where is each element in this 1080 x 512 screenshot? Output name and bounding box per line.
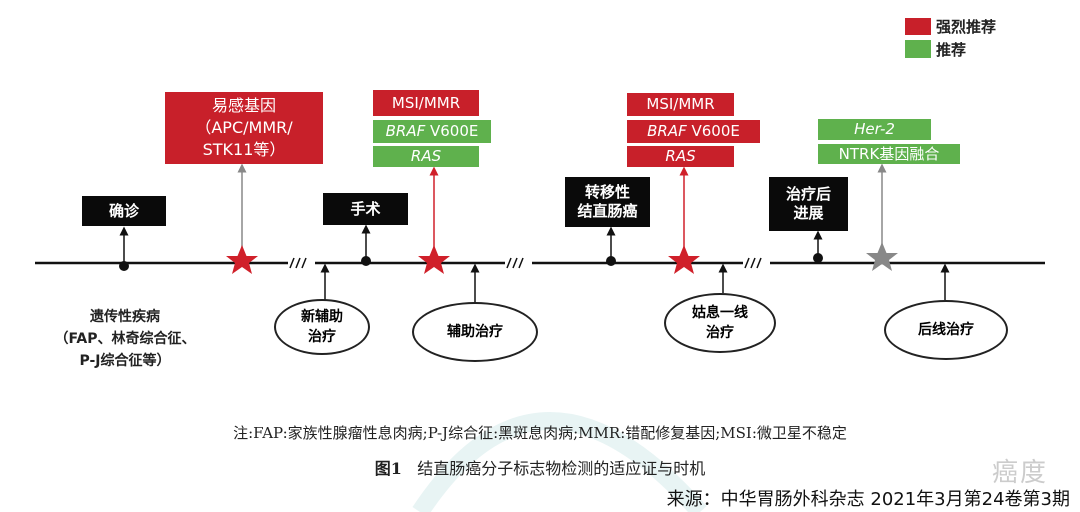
timeline-dots (119, 253, 823, 271)
label: 结直肠癌 (577, 202, 638, 220)
background-watermark-arc (412, 412, 707, 512)
label: P-J综合征等） (79, 353, 171, 369)
event-progression: 治疗后进展 (769, 177, 848, 231)
label: 治疗后 (785, 185, 831, 203)
label: 新辅助 (301, 309, 343, 325)
star-icon (866, 242, 898, 271)
label: 治疗 (308, 329, 336, 345)
treatment-later-line: 后线治疗 (884, 300, 1008, 360)
marker-msi-mmr: MSI/MMR (373, 90, 479, 116)
marker-braf: BRAF V600E (373, 120, 491, 143)
label: （APC/MMR/ (195, 118, 293, 137)
break-marks (289, 257, 762, 269)
treatment-neoadjuvant: 新辅助治疗 (274, 299, 370, 355)
star-icon (418, 245, 450, 274)
label: 转移性 (584, 183, 630, 201)
figure-caption: 图1 结直肠癌分子标志物检测的适应证与时机 (0, 455, 1080, 479)
treatment-adjuvant: 辅助治疗 (412, 302, 538, 362)
label: V600E (691, 122, 740, 140)
label: BRAF (385, 122, 426, 140)
label: 姑息一线 (692, 305, 748, 321)
treatment-palliative-first-line: 姑息一线治疗 (664, 293, 776, 353)
marker-ntrk: NTRK基因融合 (818, 144, 960, 164)
marker-msi-mmr: MSI/MMR (627, 93, 734, 116)
event-metastatic: 转移性结直肠癌 (565, 177, 650, 227)
marker-braf: BRAF V600E (627, 120, 760, 143)
source-text: 来源：中华胃肠外科杂志 2021年3月第24卷第3期 (666, 489, 1070, 510)
star-icon (226, 245, 258, 274)
label: Her-2 (854, 120, 895, 138)
label: BRAF (647, 122, 687, 140)
legend-swatch-strong (905, 18, 931, 35)
marker-her2: Her-2 (818, 119, 931, 140)
marker-ras: RAS (627, 146, 734, 167)
label: 易感基因 (211, 96, 276, 115)
label: RAS (665, 147, 696, 165)
legend-label-recommend: 推荐 (936, 41, 967, 59)
watermark-logo: 癌度 (992, 458, 1049, 488)
star-icons (226, 242, 898, 274)
label: V600E (430, 122, 479, 140)
event-diagnosis: 确诊 (82, 196, 166, 226)
legend-swatch-recommend (905, 40, 931, 58)
star-icon (668, 245, 700, 274)
label: 遗传性疾病 (90, 309, 160, 325)
marker-ras: RAS (373, 146, 479, 167)
label: 进展 (793, 204, 824, 222)
label: 治疗 (706, 325, 734, 341)
label: （FAP、林奇综合征、 (54, 331, 196, 347)
hereditary-disease-label: 遗传性疾病 （FAP、林奇综合征、 P-J综合征等） (30, 306, 220, 372)
caption-number: 图1 (374, 459, 402, 478)
label: RAS (410, 147, 442, 165)
label: STK11等） (202, 140, 286, 159)
figure-note: 注:FAP:家族性腺瘤性息肉病;P-J综合征:黑斑息肉病;MMR:错配修复基因;… (233, 424, 847, 442)
caption-title: 结直肠癌分子标志物检测的适应证与时机 (417, 459, 706, 478)
legend-label-strong: 强烈推荐 (936, 18, 997, 36)
marker-susceptibility-genes: 易感基因 （APC/MMR/STK11等） (165, 92, 323, 164)
event-surgery: 手术 (323, 193, 408, 225)
